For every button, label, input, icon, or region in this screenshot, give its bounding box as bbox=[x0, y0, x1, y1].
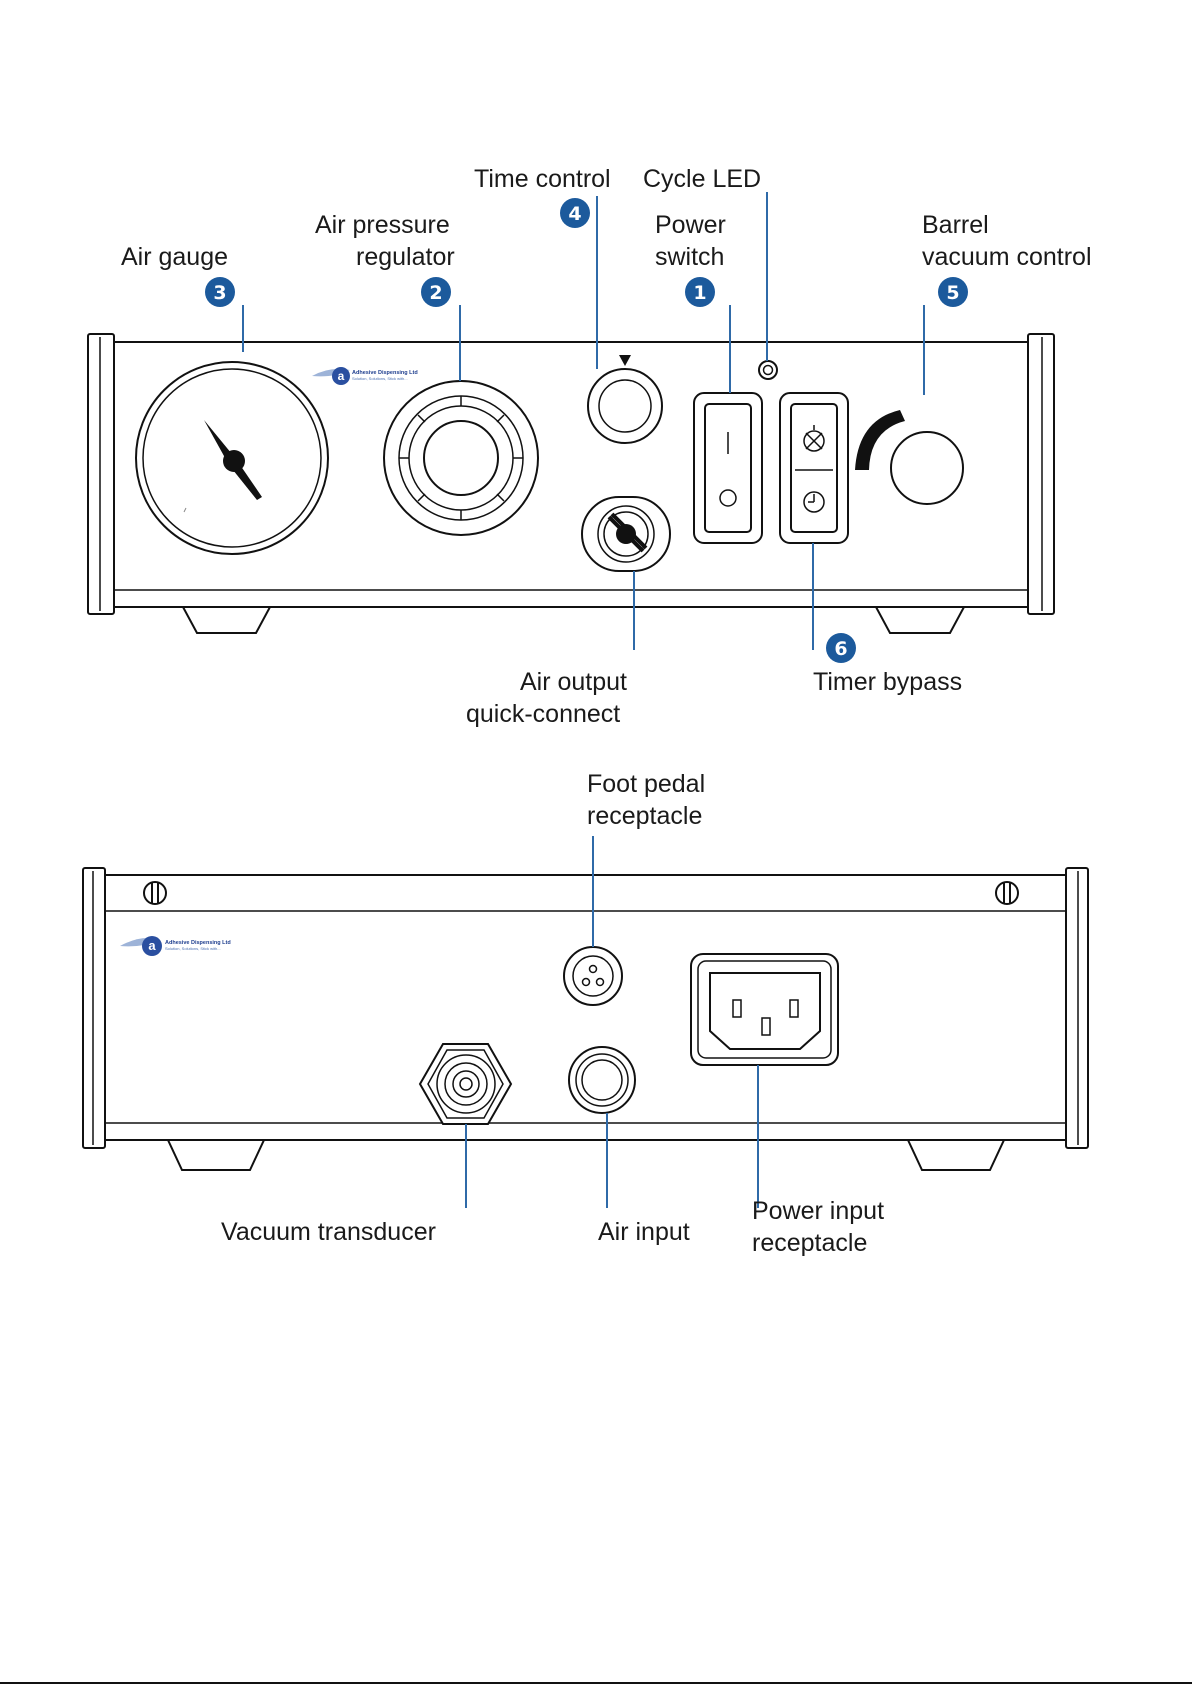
badge-air-pressure-regulator: 2 bbox=[421, 277, 451, 307]
cycle-led bbox=[758, 360, 778, 380]
timer-clock-icon bbox=[803, 491, 825, 513]
badge-air-gauge: 3 bbox=[205, 277, 235, 307]
front-left-bracket bbox=[87, 333, 115, 615]
label-timer-bypass: Timer bypass bbox=[813, 668, 962, 696]
back-leader-lines bbox=[465, 836, 759, 1208]
power-off-mark bbox=[719, 489, 737, 507]
front-labels: Time control Cycle LED Air pressure regu… bbox=[121, 165, 1092, 728]
label-foot-pedal-1: Foot pedal bbox=[587, 770, 705, 798]
back-right-bracket bbox=[1065, 867, 1089, 1149]
time-control-marker bbox=[619, 355, 631, 366]
label-cycle-led: Cycle LED bbox=[643, 165, 761, 193]
label-air-pressure-1: Air pressure bbox=[315, 211, 450, 239]
front-panel: a Adhesive Dispensing Ltd Solution, Solu… bbox=[87, 333, 1055, 634]
back-left-bracket bbox=[82, 867, 106, 1149]
air-pressure-regulator[interactable] bbox=[383, 380, 539, 536]
badge-timer-bypass: 6 bbox=[826, 633, 856, 663]
badge-barrel-vacuum: 5 bbox=[938, 277, 968, 307]
foot-pedal-receptacle[interactable] bbox=[563, 946, 623, 1006]
back-foot-right bbox=[906, 1139, 1006, 1171]
barrel-vacuum-control[interactable] bbox=[855, 410, 964, 505]
front-foot-right bbox=[874, 606, 966, 634]
svg-text:Solution, Solutions, Stick wit: Solution, Solutions, Stick with... bbox=[165, 946, 221, 951]
air-input[interactable] bbox=[568, 1046, 636, 1114]
screw-left bbox=[143, 881, 167, 905]
air-output-quick-connect[interactable] bbox=[581, 496, 671, 572]
svg-text:Adhesive Dispensing Ltd: Adhesive Dispensing Ltd bbox=[352, 370, 418, 376]
power-input-receptacle[interactable] bbox=[690, 953, 839, 1066]
label-air-gauge: Air gauge bbox=[121, 243, 228, 271]
svg-text:5: 5 bbox=[946, 282, 959, 304]
label-barrel-1: Barrel bbox=[922, 211, 989, 239]
front-foot-left bbox=[181, 606, 272, 634]
label-vacuum-transducer: Vacuum transducer bbox=[221, 1218, 436, 1246]
front-right-bracket bbox=[1027, 333, 1055, 615]
front-leader-lines bbox=[242, 192, 925, 650]
back-foot-left bbox=[166, 1139, 266, 1171]
svg-text:2: 2 bbox=[429, 282, 442, 304]
svg-text:a: a bbox=[148, 938, 156, 953]
svg-text:a: a bbox=[338, 369, 345, 383]
time-control-knob[interactable] bbox=[587, 355, 663, 444]
timer-bypass-switch[interactable] bbox=[779, 392, 849, 544]
svg-text:3: 3 bbox=[213, 282, 226, 304]
label-power-input-1: Power input bbox=[752, 1197, 884, 1225]
label-power-2: switch bbox=[655, 243, 724, 271]
badge-power-switch: 1 bbox=[685, 277, 715, 307]
front-badges: 3 2 4 1 5 6 bbox=[205, 198, 968, 663]
svg-text:Adhesive Dispensing Ltd: Adhesive Dispensing Ltd bbox=[165, 940, 231, 946]
svg-text:4: 4 bbox=[568, 203, 581, 225]
back-labels: Foot pedal receptacle Vacuum transducer … bbox=[221, 770, 884, 1257]
label-air-output-1: Air output bbox=[520, 668, 627, 696]
label-time-control: Time control bbox=[474, 165, 611, 193]
label-power-1: Power bbox=[655, 211, 726, 239]
label-air-input: Air input bbox=[598, 1218, 690, 1246]
air-gauge bbox=[135, 361, 329, 555]
label-foot-pedal-2: receptacle bbox=[587, 802, 702, 830]
power-switch[interactable] bbox=[693, 392, 763, 544]
front-logo: a Adhesive Dispensing Ltd Solution, Solu… bbox=[312, 367, 418, 385]
svg-text:Solution, Solutions, Stick wit: Solution, Solutions, Stick with... bbox=[352, 376, 408, 381]
svg-text:1: 1 bbox=[693, 282, 706, 304]
badge-time-control: 4 bbox=[560, 198, 590, 228]
screw-right bbox=[995, 881, 1019, 905]
label-air-output-2: quick-connect bbox=[466, 700, 620, 728]
label-air-pressure-2: regulator bbox=[356, 243, 455, 271]
label-barrel-2: vacuum control bbox=[922, 243, 1092, 271]
label-power-input-2: receptacle bbox=[752, 1229, 867, 1257]
vacuum-transducer[interactable] bbox=[418, 1043, 513, 1125]
bypass-clock-crossed-icon bbox=[803, 425, 825, 452]
back-logo: a Adhesive Dispensing Ltd Solution, Solu… bbox=[120, 936, 231, 956]
back-panel: a Adhesive Dispensing Ltd Solution, Solu… bbox=[82, 867, 1089, 1171]
vacuum-range-arc bbox=[855, 410, 905, 470]
svg-text:6: 6 bbox=[834, 638, 847, 660]
